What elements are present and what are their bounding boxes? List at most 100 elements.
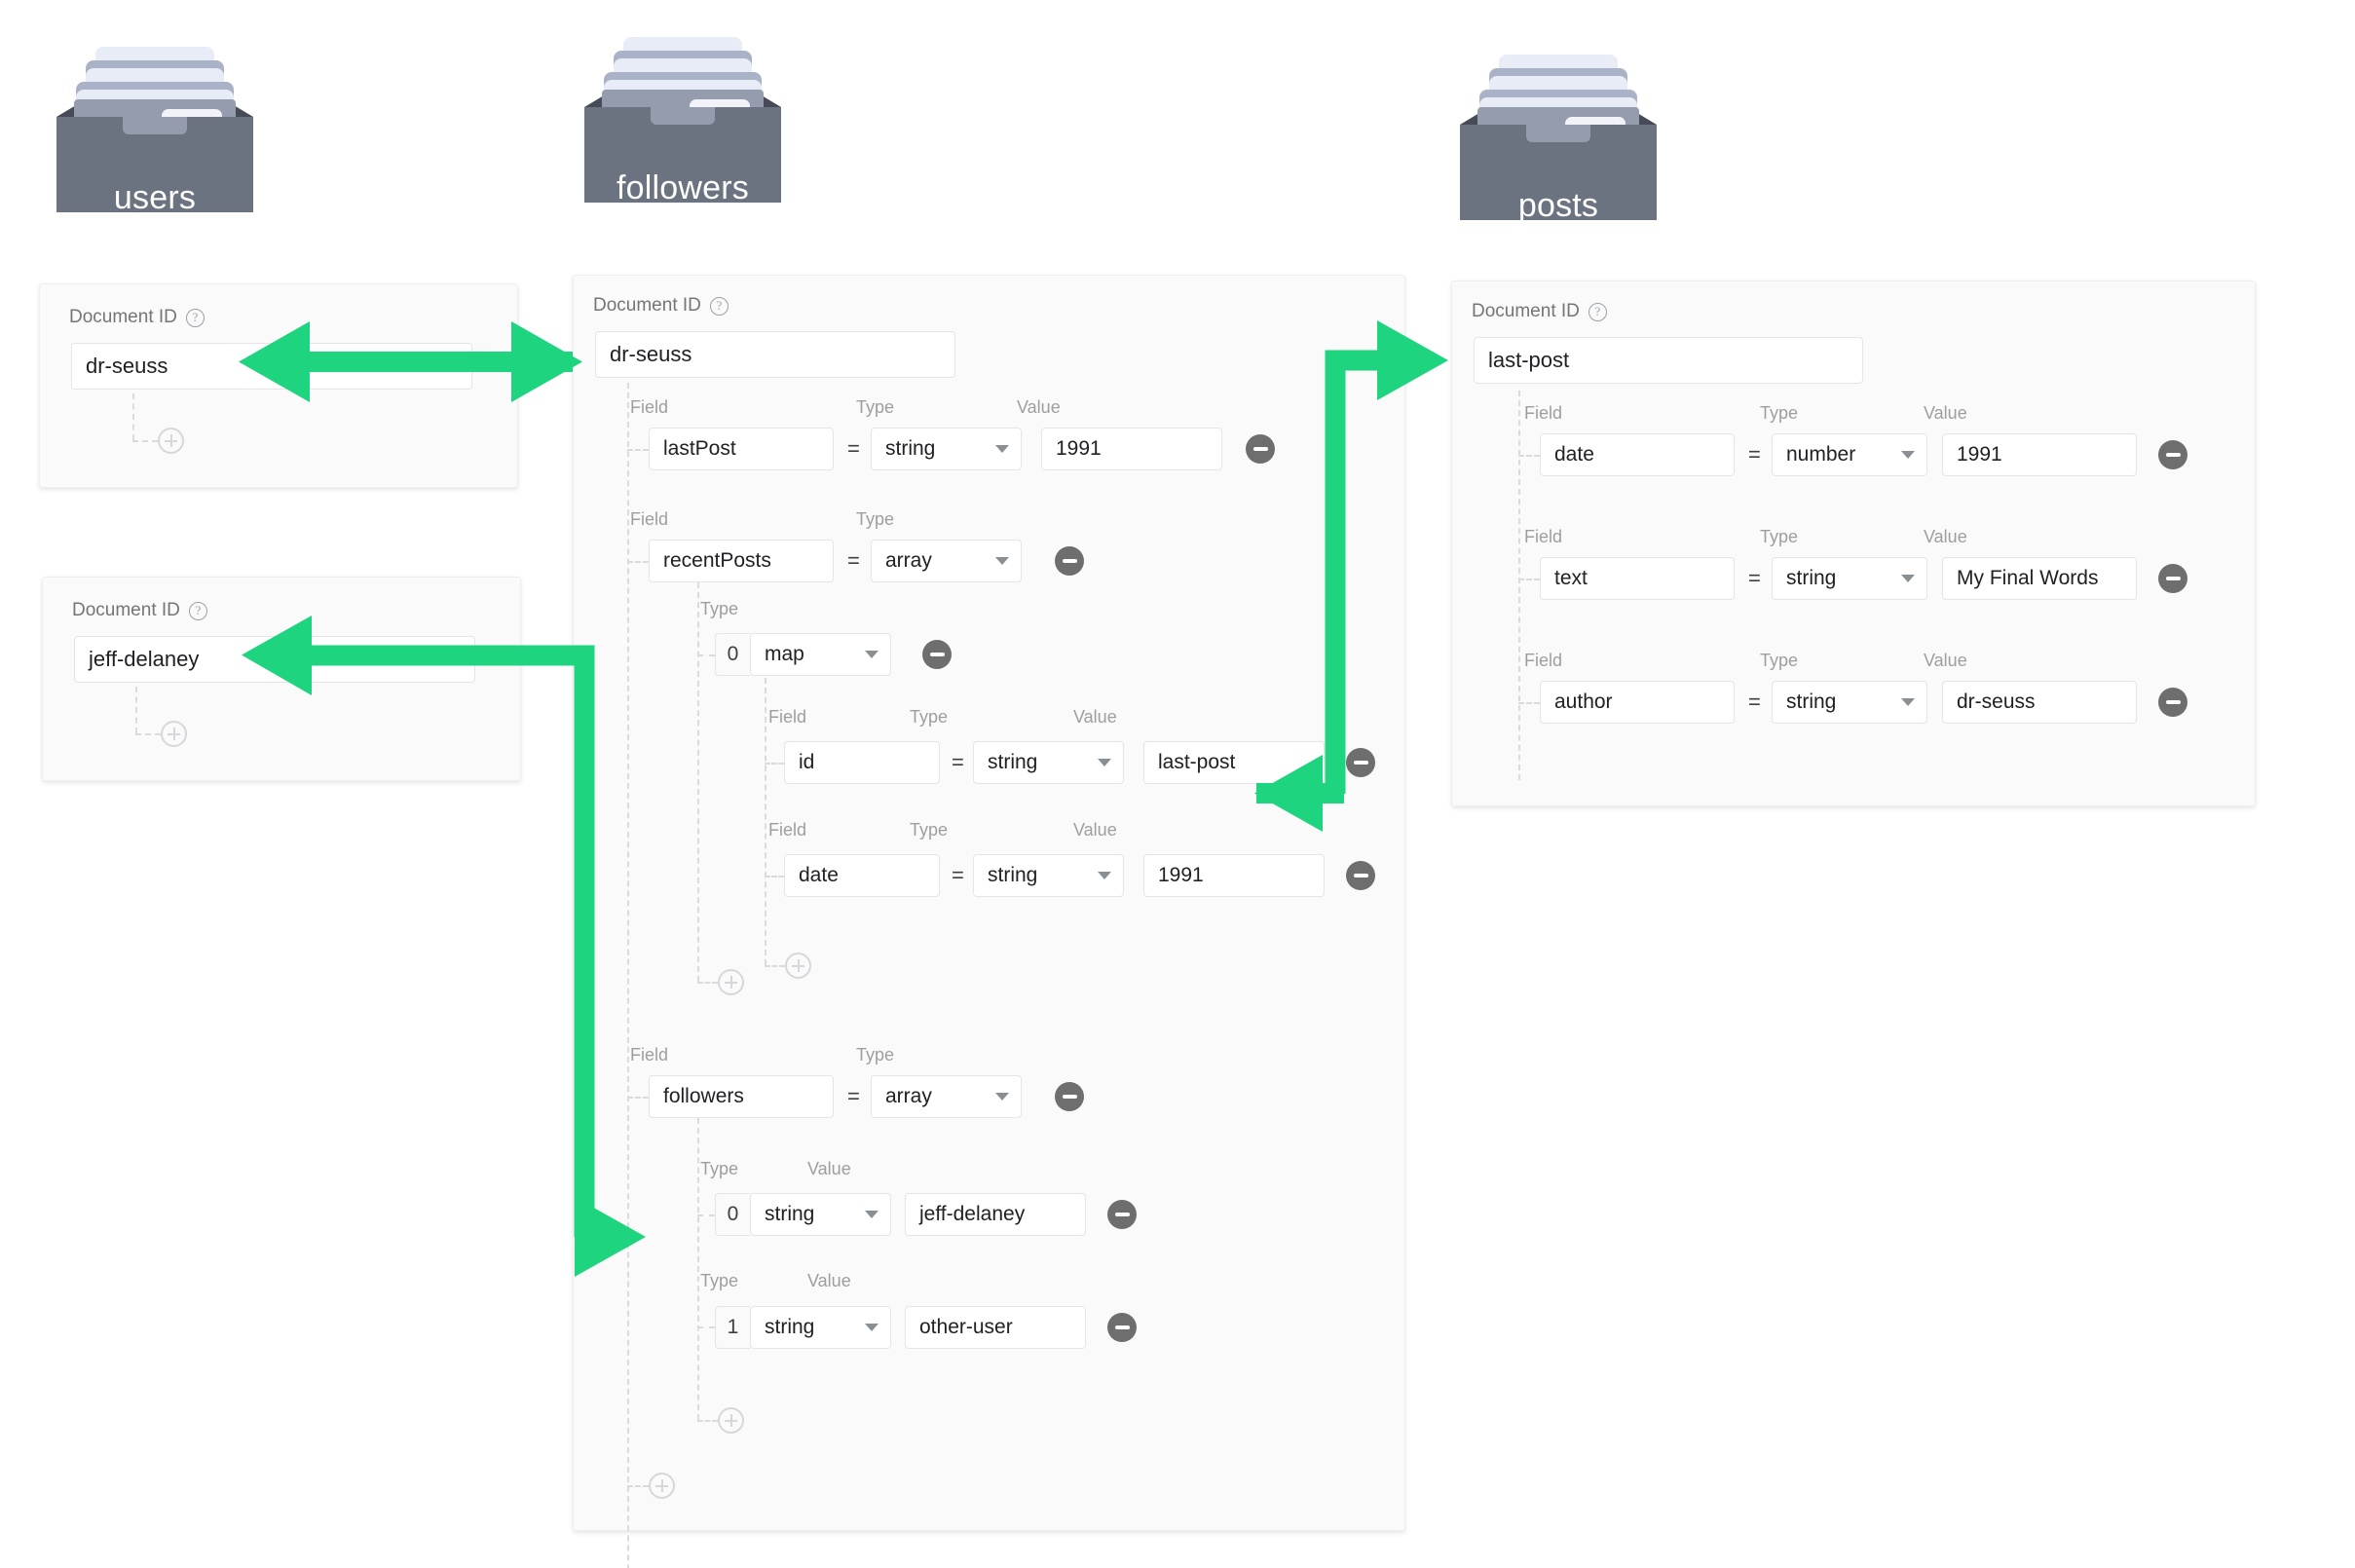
chevron-down-icon bbox=[995, 557, 1009, 565]
map-entry-field-input[interactable]: id bbox=[784, 741, 940, 784]
remove-array-item-button[interactable] bbox=[1107, 1313, 1137, 1342]
tree-line-horizontal bbox=[627, 1485, 649, 1487]
field-type-value: string bbox=[1786, 567, 1837, 589]
field-name-input[interactable]: text bbox=[1540, 557, 1735, 600]
map-entry-field-input[interactable]: date bbox=[784, 854, 940, 897]
document-id-input[interactable]: last-post bbox=[1474, 337, 1863, 384]
column-label-type: Type bbox=[910, 707, 949, 727]
column-label-type: Type bbox=[856, 509, 895, 529]
chevron-down-icon bbox=[865, 1324, 878, 1331]
chevron-down-icon bbox=[1901, 451, 1915, 459]
tree-line-root bbox=[627, 383, 629, 1568]
tree-line-array bbox=[697, 582, 699, 982]
add-field-button[interactable] bbox=[649, 1473, 675, 1499]
field-value-input[interactable]: 1991 bbox=[1942, 433, 2137, 476]
column-label-field: Field bbox=[768, 820, 807, 840]
remove-field-button[interactable] bbox=[2158, 440, 2187, 469]
document-id-input[interactable]: dr-seuss bbox=[71, 343, 472, 390]
field-type-value: string bbox=[1786, 691, 1837, 713]
remove-field-button[interactable] bbox=[1246, 434, 1275, 464]
array-item-value-input[interactable]: jeff-delaney bbox=[905, 1193, 1086, 1236]
map-entry-type-select[interactable]: string bbox=[973, 854, 1124, 897]
map-entry-type-select[interactable]: string bbox=[973, 741, 1124, 784]
add-map-entry-button[interactable] bbox=[785, 952, 811, 979]
array-item-value-input[interactable]: other-user bbox=[905, 1306, 1086, 1349]
field-type-select[interactable]: array bbox=[871, 1075, 1022, 1118]
column-label-type: Type bbox=[1760, 651, 1799, 670]
document-id-input[interactable]: dr-seuss bbox=[595, 331, 955, 378]
field-type-select[interactable]: number bbox=[1772, 433, 1927, 476]
tree-line-horizontal bbox=[1518, 455, 1540, 457]
field-type-select[interactable]: string bbox=[1772, 681, 1927, 724]
column-label-type: Type bbox=[910, 820, 949, 840]
map-entry-value-input[interactable]: last-post bbox=[1143, 741, 1325, 784]
column-label-type: Type bbox=[700, 599, 739, 618]
field-value-input[interactable]: dr-seuss bbox=[1942, 681, 2137, 724]
field-name-input[interactable]: date bbox=[1540, 433, 1735, 476]
remove-field-button[interactable] bbox=[2158, 688, 2187, 717]
field-name-input[interactable]: recentPosts bbox=[649, 540, 834, 582]
field-value-input[interactable]: 1991 bbox=[1041, 428, 1222, 470]
add-field-button[interactable] bbox=[161, 721, 187, 747]
field-name-input[interactable]: lastPost bbox=[649, 428, 834, 470]
chevron-down-icon bbox=[995, 1093, 1009, 1101]
column-label-field: Field bbox=[630, 1045, 669, 1064]
map-entry-value-input[interactable]: 1991 bbox=[1143, 854, 1325, 897]
document-id-text: Document ID bbox=[69, 307, 177, 327]
array-item-type-select[interactable]: string bbox=[750, 1306, 891, 1349]
add-array-item-button[interactable] bbox=[718, 1407, 744, 1434]
remove-field-button[interactable] bbox=[1055, 1082, 1084, 1111]
tree-line-array bbox=[697, 1118, 699, 1420]
help-icon[interactable]: ? bbox=[188, 601, 207, 620]
column-label-type: Type bbox=[856, 397, 895, 417]
document-panel-followers-dr-seuss: Document ID ? dr-seuss Field Type Value … bbox=[573, 275, 1405, 1568]
help-icon[interactable]: ? bbox=[185, 308, 205, 327]
document-id-text: Document ID bbox=[1472, 301, 1580, 321]
field-type-select[interactable]: array bbox=[871, 540, 1022, 582]
field-name-input[interactable]: author bbox=[1540, 681, 1735, 724]
remove-map-entry-button[interactable] bbox=[1346, 861, 1375, 890]
collection-posts[interactable]: posts bbox=[1450, 47, 1666, 232]
equals-sign: = bbox=[1748, 690, 1761, 714]
column-label-field: Field bbox=[1524, 403, 1563, 423]
document-id-input[interactable]: jeff-delaney bbox=[74, 636, 475, 683]
chevron-down-icon bbox=[865, 1211, 878, 1218]
file-box-icon: posts bbox=[1450, 47, 1666, 232]
help-icon[interactable]: ? bbox=[709, 296, 729, 316]
array-item-type-select[interactable]: map bbox=[750, 633, 891, 676]
collection-label: followers bbox=[617, 169, 749, 206]
add-array-item-button[interactable] bbox=[718, 969, 744, 995]
tree-line-horizontal bbox=[1518, 579, 1540, 580]
array-item-type-select[interactable]: string bbox=[750, 1193, 891, 1236]
column-label-value: Value bbox=[1073, 707, 1117, 727]
tree-line-horizontal bbox=[627, 449, 649, 451]
collection-label: posts bbox=[1517, 187, 1599, 224]
remove-map-entry-button[interactable] bbox=[1346, 748, 1375, 777]
remove-array-item-button[interactable] bbox=[1107, 1200, 1137, 1229]
document-id-text: Document ID bbox=[72, 600, 180, 620]
collection-followers[interactable]: followers bbox=[575, 29, 791, 214]
remove-array-item-button[interactable] bbox=[922, 640, 952, 669]
collection-label: users bbox=[113, 179, 197, 216]
field-name-input[interactable]: followers bbox=[649, 1075, 834, 1118]
document-id-label: Document ID ? bbox=[593, 295, 729, 317]
tree-line-horizontal bbox=[135, 733, 161, 735]
collection-users[interactable]: users bbox=[47, 39, 263, 224]
remove-field-button[interactable] bbox=[2158, 564, 2187, 593]
remove-field-button[interactable] bbox=[1055, 546, 1084, 576]
field-type-select[interactable]: string bbox=[1772, 557, 1927, 600]
chevron-down-icon bbox=[865, 651, 878, 658]
column-label-value: Value bbox=[807, 1159, 851, 1178]
field-value-input[interactable]: My Final Words bbox=[1942, 557, 2137, 600]
map-entry-type-value: string bbox=[988, 751, 1038, 773]
column-label-field: Field bbox=[1524, 651, 1563, 670]
tree-line-horizontal bbox=[765, 965, 785, 967]
add-field-button[interactable] bbox=[158, 428, 184, 454]
tree-line-horizontal bbox=[132, 440, 158, 442]
equals-sign: = bbox=[952, 750, 964, 774]
help-icon[interactable]: ? bbox=[1588, 302, 1607, 321]
document-id-label: Document ID ? bbox=[72, 600, 207, 621]
tree-line-root bbox=[1518, 391, 1520, 780]
field-type-select[interactable]: string bbox=[871, 428, 1022, 470]
